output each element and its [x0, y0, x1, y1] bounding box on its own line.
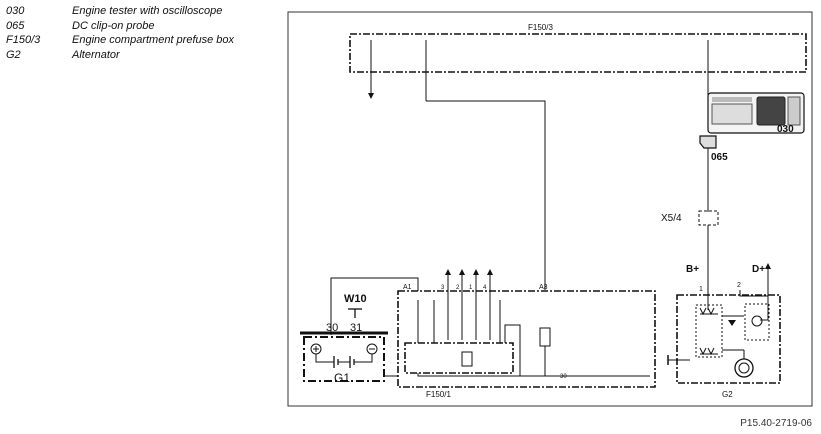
prefuse-box-top-label: F150/3 — [528, 23, 553, 32]
prefuse-box-f150-1: A1 A3 3 2 1 4 30 F150/1 — [397, 269, 656, 399]
alternator-label: G2 — [722, 390, 733, 399]
prefuse-box-f150-3: F150/3 — [349, 23, 807, 130]
reference-code: P15.40-2719-06 — [740, 418, 812, 429]
wire-to-a3 — [426, 100, 546, 290]
pin-2b-label: 2 — [456, 285, 460, 291]
diagram-frame — [287, 11, 813, 407]
legend-desc: Engine compartment prefuse box — [72, 34, 235, 46]
legend-row: G2 Alternator — [6, 48, 234, 63]
pin-1b-label: 1 — [469, 285, 473, 291]
a3-label: A3 — [539, 284, 548, 291]
engine-tester-030: 030 — [707, 92, 805, 135]
battery-g1: G1 — [300, 331, 388, 385]
ground-point-label: W10 — [344, 293, 367, 305]
a1-label: A1 — [403, 284, 412, 291]
legend-desc: Alternator — [72, 48, 120, 61]
legend-code: 065 — [6, 19, 25, 32]
wire-battery-a1 — [330, 277, 419, 335]
connector-x5-4: X5/4 — [661, 210, 719, 310]
b-plus-label: B+ — [686, 264, 699, 275]
wire-30-label: 30 — [560, 374, 567, 380]
pin-4-label: 4 — [483, 285, 487, 291]
alternator-g2: B+ D+ 1 2 G2 — [667, 263, 781, 399]
legend-code: G2 — [6, 48, 21, 61]
prefuse-box-bottom-label: F150/1 — [426, 390, 451, 399]
pin-1-label: 1 — [699, 286, 703, 293]
legend-code: F150/3 — [6, 34, 41, 46]
legend-row: 065 DC clip-on probe — [6, 19, 234, 34]
probe-label: 065 — [711, 152, 728, 163]
battery-label: G1 — [334, 371, 350, 385]
legend: 030 Engine tester with oscilloscope 065 … — [6, 4, 234, 62]
tester-label: 030 — [777, 124, 794, 135]
legend-desc: DC clip-on probe — [72, 19, 155, 32]
terminal-30-label: 30 — [326, 322, 338, 334]
terminal-31-label: 31 — [350, 322, 362, 334]
pin-2-label: 2 — [737, 282, 741, 289]
ground-point-w10: W10 30 31 — [326, 293, 367, 334]
dc-probe-065: 065 — [699, 135, 728, 212]
legend-row: 030 Engine tester with oscilloscope — [6, 4, 234, 19]
d-plus-label: D+ — [752, 264, 765, 275]
pin-3-label: 3 — [441, 285, 445, 291]
connector-label: X5/4 — [661, 213, 682, 224]
legend-row: F150/3 Engine compartment prefuse box — [6, 33, 234, 48]
legend-desc: Engine tester with oscilloscope — [72, 5, 223, 17]
legend-code: 030 — [6, 5, 25, 17]
